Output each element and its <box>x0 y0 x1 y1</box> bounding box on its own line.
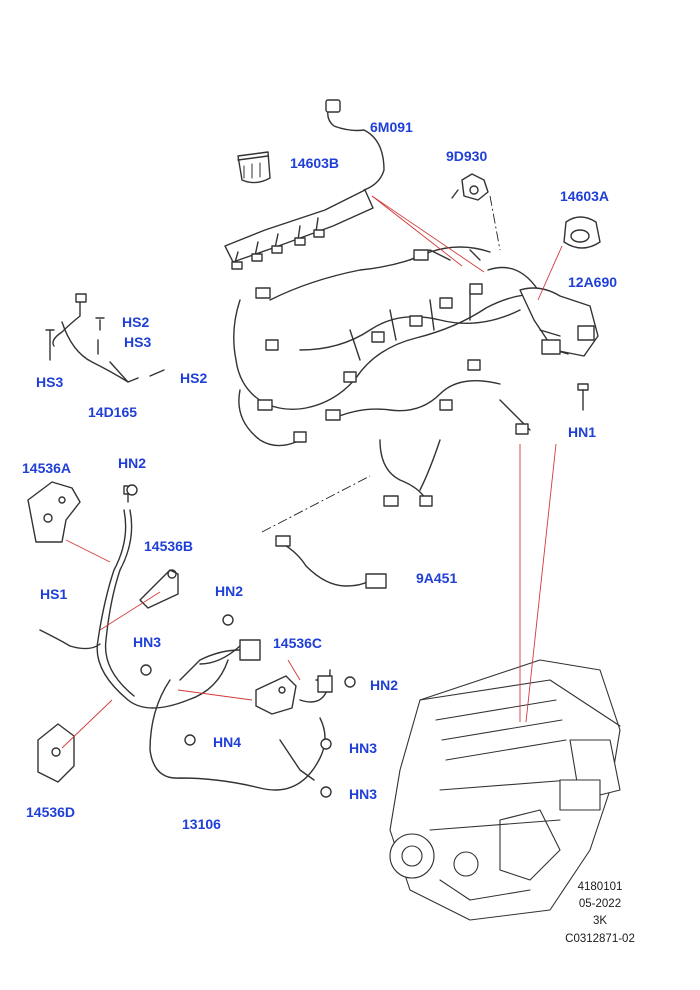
callout-hs3-left[interactable]: HS3 <box>36 374 64 390</box>
callout-hs1[interactable]: HS1 <box>40 586 68 602</box>
callout-14d165[interactable]: 14D165 <box>88 404 138 420</box>
callout-14536d[interactable]: 14536D <box>26 804 76 820</box>
callout-hn2-c[interactable]: HN2 <box>370 677 399 693</box>
bolt-hn1 <box>577 383 589 411</box>
callout-hn4[interactable]: HN4 <box>213 734 242 750</box>
callout-9d930[interactable]: 9D930 <box>446 148 488 164</box>
cover-14603b <box>237 151 271 184</box>
callout-13106[interactable]: 13106 <box>182 816 221 832</box>
callout-14603b[interactable]: 14603B <box>290 155 340 171</box>
callout-9a451[interactable]: 9A451 <box>416 570 458 586</box>
bracket-14536b <box>139 569 179 609</box>
drawing-date: 05-2022 <box>578 898 622 910</box>
cap-14603a <box>563 216 601 249</box>
callout-hn2-a[interactable]: HN2 <box>118 455 147 471</box>
callout-hs3-top[interactable]: HS3 <box>124 334 152 350</box>
main-engine-harness <box>233 246 599 507</box>
callout-14603a[interactable]: 14603A <box>560 188 610 204</box>
callout-6m091[interactable]: 6M091 <box>370 119 413 135</box>
callout-14536c[interactable]: 14536C <box>273 635 323 651</box>
engine-block <box>389 659 621 921</box>
callout-hn1[interactable]: HN1 <box>568 424 597 440</box>
sensor-9d930 <box>451 173 489 201</box>
callout-12a690[interactable]: 12A690 <box>568 274 618 290</box>
drawing-revision: 3K <box>592 915 608 927</box>
callout-14536a[interactable]: 14536A <box>22 460 72 476</box>
pipe-14d165 <box>45 293 165 383</box>
link-lines <box>261 195 501 533</box>
sensor-harness-6m091 <box>224 99 385 270</box>
callout-hn2-b[interactable]: HN2 <box>215 583 244 599</box>
bracket-14536d <box>37 723 75 783</box>
sensor-9a451 <box>275 535 387 589</box>
callout-hn3-b[interactable]: HN3 <box>349 740 378 756</box>
callout-hn3-a[interactable]: HN3 <box>133 634 162 650</box>
callout-hn3-c[interactable]: HN3 <box>349 786 378 802</box>
drawing-code: 4180101 <box>577 881 623 893</box>
bracket-14536a <box>27 481 81 543</box>
fasteners <box>126 484 356 798</box>
battery-cable-13106 <box>39 485 333 791</box>
drawing-number: C0312871-02 <box>565 933 635 945</box>
bracket-14536c <box>255 675 297 715</box>
callout-hs2-top[interactable]: HS2 <box>122 314 150 330</box>
callout-14536b[interactable]: 14536B <box>144 538 194 554</box>
callout-hs2-right[interactable]: HS2 <box>180 370 208 386</box>
leader-lines <box>61 195 563 749</box>
